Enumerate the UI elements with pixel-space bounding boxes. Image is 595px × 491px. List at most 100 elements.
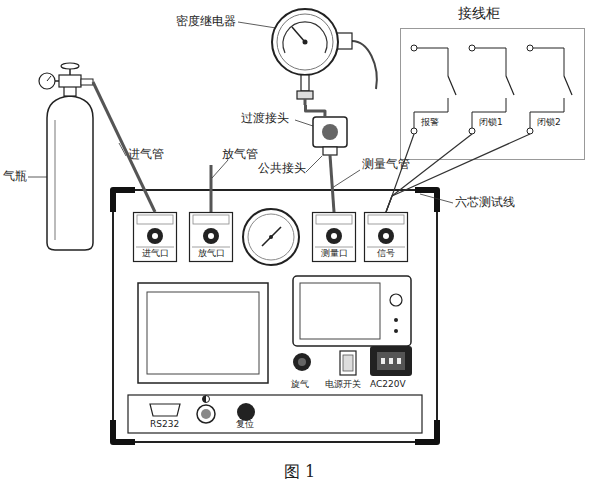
vent-knob-center [298,358,306,366]
port-bore [331,233,337,239]
gauge-needle [47,76,51,81]
leader-line [119,143,126,156]
bottom-strip [128,395,422,433]
socket-inner [377,352,405,370]
gas-pipe [93,82,155,212]
panel-corner [113,190,437,442]
density-relay-shape [268,5,343,105]
leader-line [332,170,360,188]
port-frame [313,213,356,262]
switch-blade [564,76,572,95]
part-label: 电源开关 [325,380,361,390]
port-frame [190,213,233,262]
relay-dial [272,9,338,75]
joint-body [313,117,347,147]
rotary-knob [390,294,402,306]
leader-line [420,194,453,203]
leader-line [306,156,322,172]
port-connector [326,228,342,244]
wire [533,48,564,76]
joint-valve [322,124,338,140]
panel-port: 放气口 [189,212,233,262]
panel-port: 测量口 [312,212,356,262]
node-label: 测量口 [312,249,356,259]
port-divider [192,247,230,248]
knob-center [201,409,211,419]
part-label: 六芯测试线 [455,196,515,209]
printer-window [138,283,268,383]
port-divider [315,247,353,248]
edge-label: 进气管 [128,148,164,161]
wire [417,48,448,76]
socket-pin [389,358,393,364]
wire [472,98,506,128]
node-label: 接线柜 [458,6,500,21]
node-label: 气瓶 [3,170,27,183]
port-plate [368,215,404,224]
part-label: RS232 [150,420,179,430]
port-frame [365,213,408,262]
part-label: 旋气 [291,380,309,390]
reset-button [237,403,255,421]
switch-contact: 闭锁2 [524,42,576,134]
wire [414,98,448,128]
edge-label: 测量气管 [362,158,410,171]
tester-panel [113,190,437,442]
vent-pipe [210,165,213,213]
gauge-needle [262,227,281,246]
cylinder-gauge [39,73,55,89]
node-label: 闭锁2 [537,118,561,128]
port-plate [193,215,229,224]
cylinder-body [47,96,93,250]
pressure-gauge [243,209,299,265]
rs232-port [150,404,180,416]
dial-needle [292,27,305,42]
gas-cylinder: 气瓶 [35,58,93,253]
part-label: 放气管 [222,148,258,161]
node-label: 信号 [364,249,408,259]
gauge-hub [269,235,273,239]
part-label: 公共接头 [258,162,306,175]
contrast-symbol-half [203,396,206,403]
printer-inner [147,292,259,374]
switch-contact: 报警 [408,42,460,134]
figure-caption: 图 1 [284,462,315,483]
gas-pipe [330,155,334,212]
port-frame [134,213,177,262]
node-label: 闭锁1 [479,118,503,128]
signal-wire [386,134,530,212]
wire [475,48,506,76]
node-label: 进气口 [133,249,177,259]
indicator-dot [394,329,398,333]
leader-line [212,160,228,178]
valve-block [59,75,81,87]
panel-port: 进气口 [133,212,177,262]
cabinet-outline [401,29,585,160]
vent-knob [293,353,311,371]
gas-pipe [306,105,326,117]
terminal [527,45,533,51]
port-divider [367,247,405,248]
contrast-knob [197,405,215,423]
port-bore [383,233,389,239]
leader-line [28,177,48,178]
display-frame [293,276,411,346]
port-connector [378,228,394,244]
transition-joint-shape [313,117,347,155]
relay-outlet [304,99,307,105]
terminal [411,128,417,134]
contrast-symbol [203,396,210,403]
switch-rocker [343,355,353,371]
relay-nut [297,91,313,99]
dial-scale [283,22,327,53]
terminal [527,128,533,134]
node-label: 报警 [421,118,439,128]
relay-stem [301,75,309,91]
switch-blade [506,76,514,95]
leader-line [238,22,276,28]
terminal [469,45,475,51]
part-label: AC220V [370,380,406,390]
switch-blade [448,76,456,95]
leader-line [295,120,313,126]
